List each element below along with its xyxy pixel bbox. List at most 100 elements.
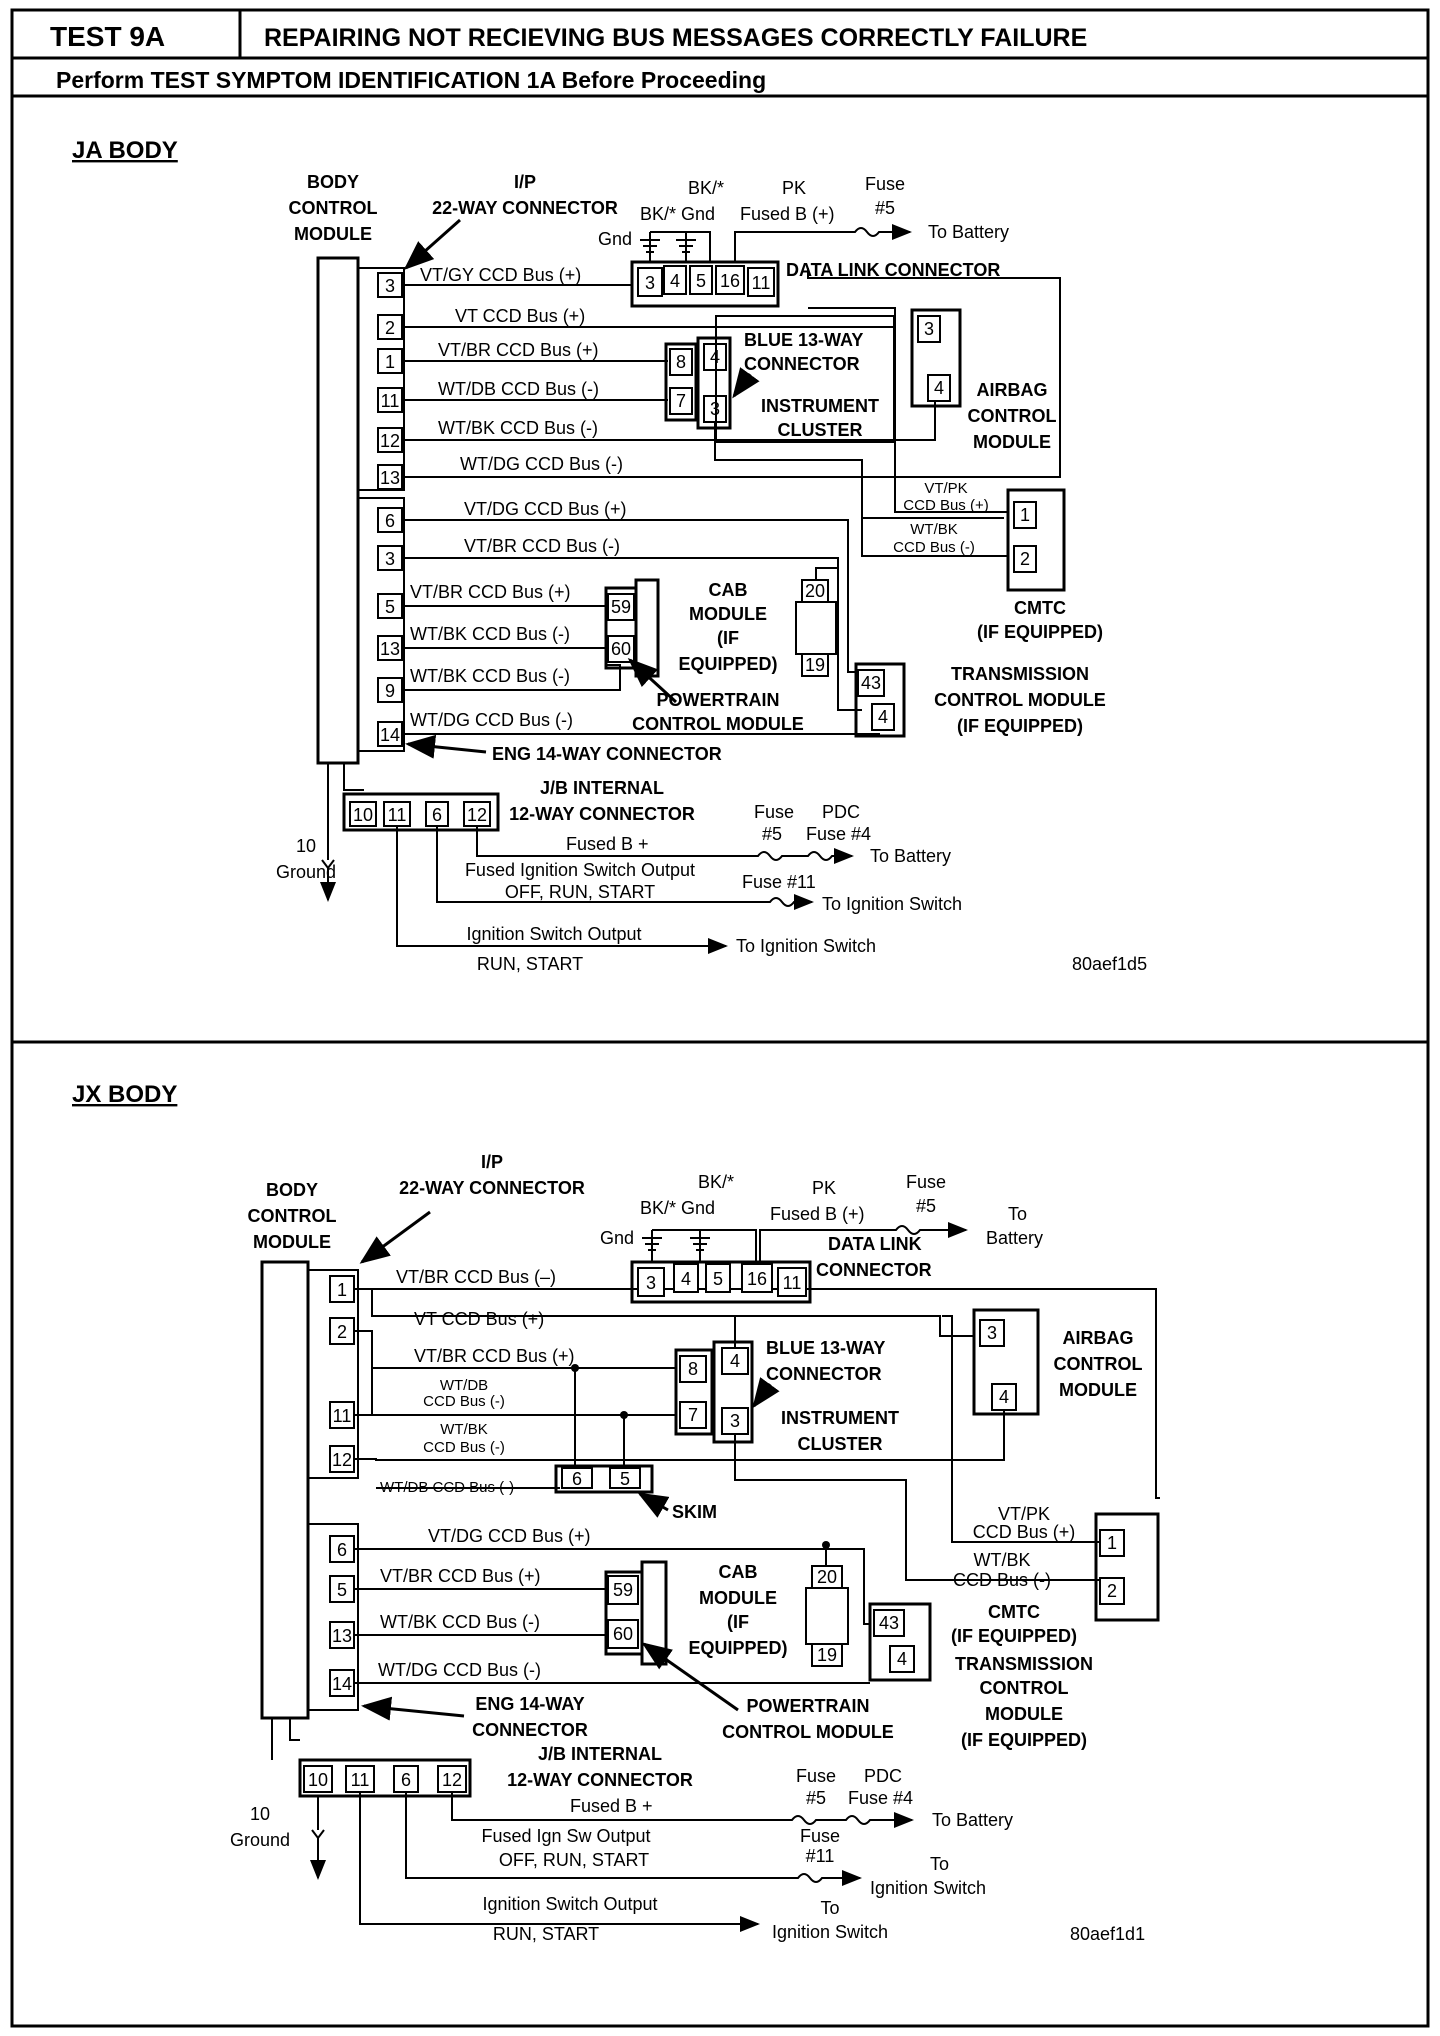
ja-to-ign2: To Ignition Switch [736,936,876,956]
ja-ground-wire [322,780,334,900]
jx-blue13-arrow [752,1377,780,1409]
svg-text:2: 2 [385,318,395,338]
ja-fused-b: Fused B (+) [740,204,835,224]
jx-code: 80aef1d1 [1070,1924,1145,1944]
svg-text:12: 12 [467,805,487,825]
svg-text:13: 13 [332,1626,352,1646]
svg-text:11: 11 [388,805,407,825]
jx-bk-gnd-2: BK/* Gnd [640,1198,715,1218]
ja-eng-label: ENG 14-WAY CONNECTOR [492,744,722,764]
jx-bcm-to-jb [271,1718,300,1760]
jx-fuse11: Fuse#11 [800,1826,840,1866]
svg-text:60: 60 [611,639,631,659]
jx-eng-arrow [361,1696,465,1721]
ja-to-battery: To Battery [928,222,1009,242]
svg-text:VT CCD Bus (+): VT CCD Bus (+) [455,306,585,326]
svg-text:4: 4 [999,1387,1009,1407]
svg-text:WT/DB CCD Bus (-): WT/DB CCD Bus (-) [438,379,599,399]
jx-fused-b: Fused B (+) [770,1204,865,1224]
svg-text:8: 8 [676,352,686,372]
svg-text:3: 3 [987,1323,997,1343]
ja-ip-connector-body [357,267,405,491]
svg-text:5: 5 [385,597,395,617]
svg-text:4: 4 [670,271,680,291]
svg-text:4: 4 [934,378,944,398]
jx-wire1-label: VT/BR CCD Bus (–) [396,1267,556,1287]
jx-airbag-body [972,1308,1040,1416]
jx-cmtc-wires [942,1315,1100,1543]
ja-ip-wire-labels: VT/GY CCD Bus (+) VT CCD Bus (+) VT/BR C… [420,265,623,474]
svg-text:VT/DG CCD Bus (+): VT/DG CCD Bus (+) [428,1526,591,1546]
jx-eng-pins: 6 5 13 14 [329,1535,355,1697]
ja-eng-pins: 6 3 5 13 9 14 [377,507,403,747]
svg-text:6: 6 [432,805,442,825]
svg-text:43: 43 [861,673,881,693]
svg-text:4: 4 [878,707,888,727]
test-title: REPAIRING NOT RECIEVING BUS MESSAGES COR… [264,24,1087,52]
jx-skim-body [554,1464,654,1494]
ja-fuse-wire [734,224,912,262]
ja-fused-b-wire [476,826,854,864]
ja-blue13-pins: 8 7 [669,348,693,415]
svg-text:6: 6 [572,1469,582,1489]
svg-text:1: 1 [1020,505,1030,525]
svg-text:4: 4 [897,1649,907,1669]
svg-text:VT/DG CCD Bus (+): VT/DG CCD Bus (+) [464,499,627,519]
svg-text:19: 19 [805,655,825,675]
ja-cmtc-body [1006,488,1066,592]
ja-heading: JA BODY [72,137,178,164]
jx-ign-wire [405,1792,862,1886]
svg-text:5: 5 [337,1580,347,1600]
jx-dlc-pins: 3 4 5 16 11 [637,1263,807,1297]
jx-fused-b-wire [451,1792,914,1828]
svg-text:12: 12 [332,1450,352,1470]
jx-tcm-body [868,1602,932,1682]
svg-text:6: 6 [401,1770,411,1790]
svg-text:1: 1 [1107,1533,1117,1553]
jx-gnd: Gnd [600,1228,634,1248]
jx-skim-pins: 6 5 [561,1467,641,1489]
svg-text:5: 5 [620,1469,630,1489]
ja-to-ign1: To Ignition Switch [822,894,962,914]
jx-ic-pins: 4 3 [721,1347,749,1435]
svg-text:60: 60 [613,1624,633,1644]
svg-text:11: 11 [351,1770,370,1790]
svg-text:4: 4 [681,1269,691,1289]
svg-text:13: 13 [380,468,400,488]
jx-dlc-body [630,1260,812,1304]
svg-text:20: 20 [817,1567,837,1587]
ja-bk-gnd-1: BK/* [688,178,724,198]
svg-text:WT/DG CCD Bus (-): WT/DG CCD Bus (-) [378,1660,541,1680]
svg-text:WT/BK CCD Bus (-): WT/BK CCD Bus (-) [380,1612,540,1632]
jx-jb-body [298,1758,472,1798]
ja-eng-wire-labels: VT/DG CCD Bus (+) VT/BR CCD Bus (-) VT/B… [410,499,627,730]
ja-fused-b-plus: Fused B + [566,834,649,854]
jx-to-battery2: To Battery [932,1810,1013,1830]
jx-ip-pins: 1 2 11 12 [329,1275,355,1473]
svg-text:11: 11 [752,273,771,293]
ja-cmtc-label: CMTC(IF EQUIPPED) [977,598,1103,642]
svg-text:4: 4 [730,1351,740,1371]
svg-text:1: 1 [385,352,395,372]
ja-ground-symbols [640,231,711,262]
svg-text:43: 43 [879,1613,899,1633]
ja-airbag-body [910,308,962,408]
svg-text:3: 3 [924,319,934,339]
